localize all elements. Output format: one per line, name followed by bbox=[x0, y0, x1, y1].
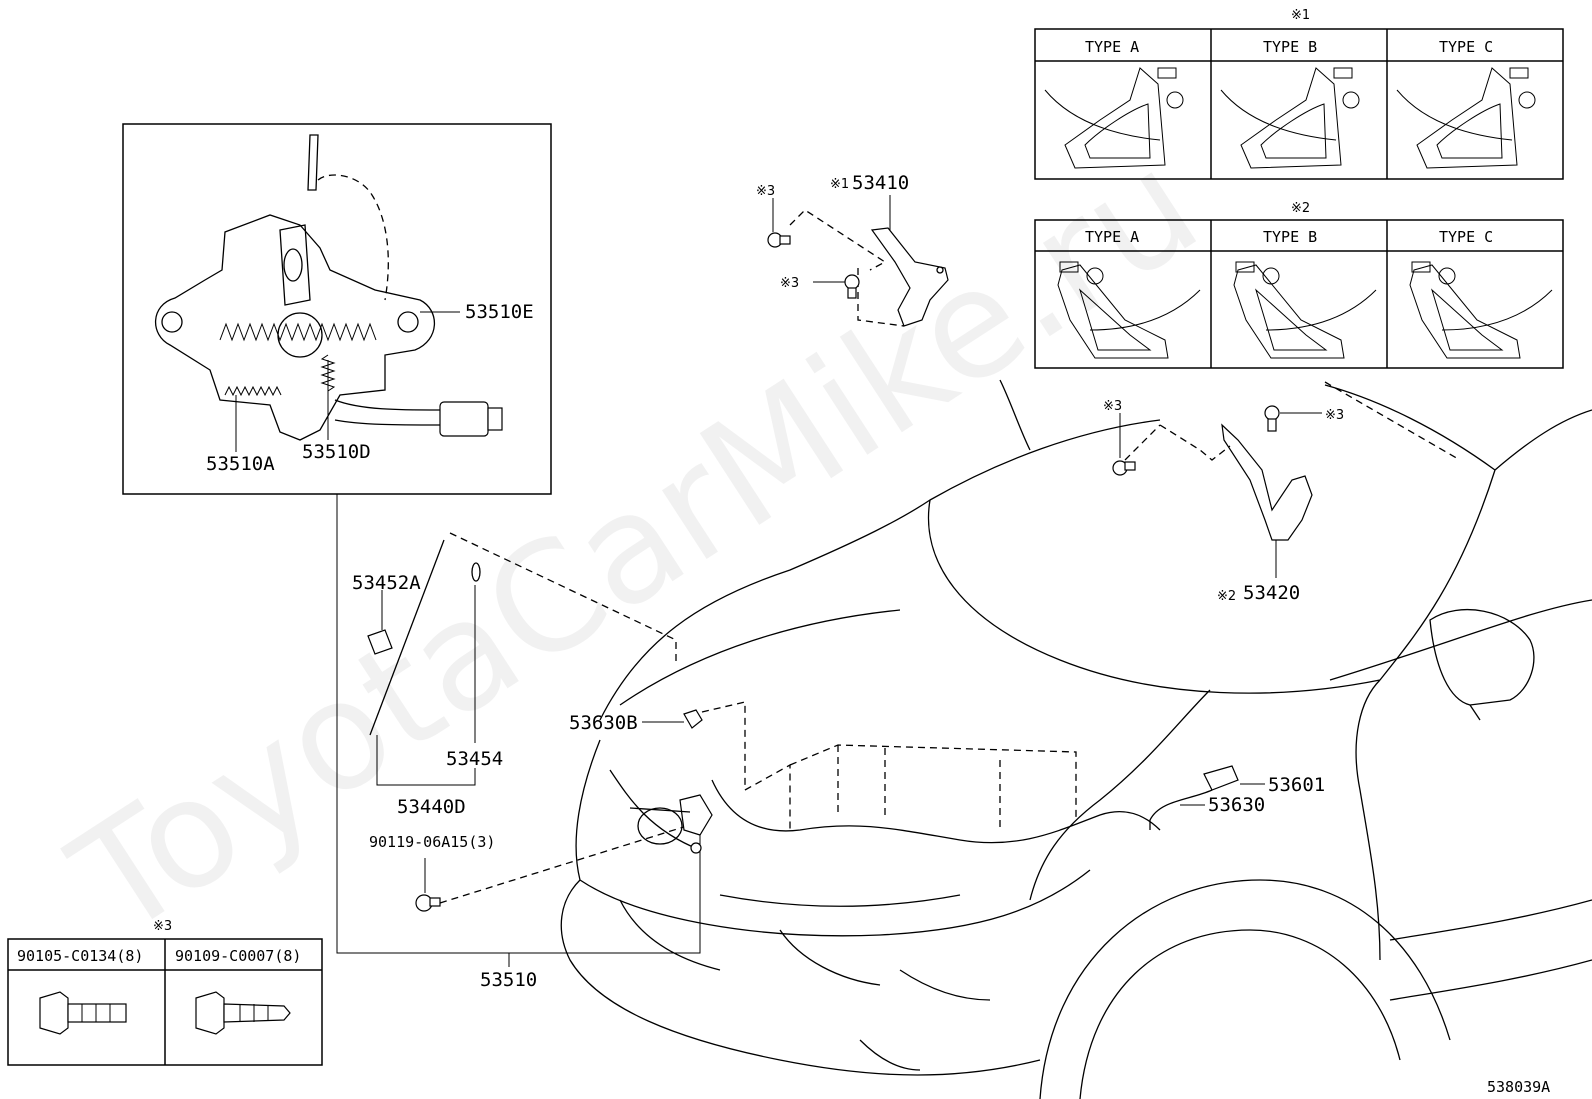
type-table-1-header-b: TYPE B bbox=[1263, 38, 1317, 56]
label-90119-06A15: 90119-06A15(3) bbox=[369, 833, 495, 851]
ref-hinge-left: ※1 bbox=[830, 177, 849, 192]
bolt-90119-icon bbox=[415, 894, 441, 912]
watermark: ToyotaCarMike.ru bbox=[44, 118, 1227, 971]
bolt-hinge-left-2-icon bbox=[844, 274, 860, 299]
type-table-2-ref: ※2 bbox=[1291, 201, 1310, 216]
type-table-2-drawings bbox=[1057, 261, 1553, 359]
type-table-2 bbox=[1034, 219, 1564, 369]
label-53410: 53410 bbox=[852, 172, 909, 194]
car-body-illustration bbox=[560, 379, 1592, 1099]
ref-bolt-4: ※3 bbox=[1325, 408, 1344, 423]
bolt-hinge-left-1-icon bbox=[767, 232, 791, 248]
hood-lock-detail-drawing bbox=[154, 134, 503, 441]
bolt-table bbox=[7, 938, 323, 1066]
bolt-hinge-right-2-icon bbox=[1264, 405, 1280, 432]
label-53420: 53420 bbox=[1243, 582, 1300, 604]
bolt-hinge-right-1-icon bbox=[1112, 460, 1136, 476]
label-53454: 53454 bbox=[446, 748, 503, 770]
release-cable bbox=[711, 779, 1161, 844]
clamp-53630B-icon bbox=[683, 709, 703, 729]
label-53510D: 53510D bbox=[302, 441, 371, 463]
type-table-1-drawings bbox=[1044, 67, 1536, 169]
label-53630B: 53630B bbox=[569, 712, 638, 734]
label-53510A: 53510A bbox=[206, 453, 275, 475]
label-53510E: 53510E bbox=[465, 301, 534, 323]
type-table-1-ref: ※1 bbox=[1291, 8, 1310, 23]
type-table-2-header-c: TYPE C bbox=[1439, 228, 1493, 246]
label-53601: 53601 bbox=[1268, 774, 1325, 796]
type-table-1 bbox=[1034, 28, 1564, 180]
hood-lock-assembly bbox=[629, 794, 713, 854]
ref-hinge-right: ※2 bbox=[1217, 589, 1236, 604]
label-53510: 53510 bbox=[480, 969, 537, 991]
detail-link-line bbox=[336, 494, 701, 954]
type-table-2-header-a: TYPE A bbox=[1085, 228, 1139, 246]
bolt-table-header-1: 90105-C0134(8) bbox=[17, 947, 143, 965]
hinge-left-53410 bbox=[870, 227, 949, 327]
type-table-2-header-b: TYPE B bbox=[1263, 228, 1317, 246]
label-53630: 53630 bbox=[1208, 794, 1265, 816]
type-table-1-header-a: TYPE A bbox=[1085, 38, 1139, 56]
hood-support-rod bbox=[367, 539, 481, 736]
label-53440D: 53440D bbox=[397, 796, 466, 818]
hinge-right-53420 bbox=[1221, 423, 1313, 541]
release-lever-53601 bbox=[1203, 765, 1239, 791]
type-table-1-header-c: TYPE C bbox=[1439, 38, 1493, 56]
ref-bolt-1: ※3 bbox=[756, 184, 775, 199]
ref-bolt-2: ※3 bbox=[780, 276, 799, 291]
flange-bolt-90109-icon bbox=[195, 991, 291, 1035]
label-53452A: 53452A bbox=[352, 572, 421, 594]
ref-bolt-3: ※3 bbox=[1103, 399, 1122, 414]
flange-bolt-90105-icon bbox=[39, 991, 127, 1035]
figure-code: 538039A bbox=[1487, 1078, 1550, 1096]
bolt-table-header-2: 90109-C0007(8) bbox=[175, 947, 301, 965]
bolt-table-ref: ※3 bbox=[153, 919, 172, 934]
